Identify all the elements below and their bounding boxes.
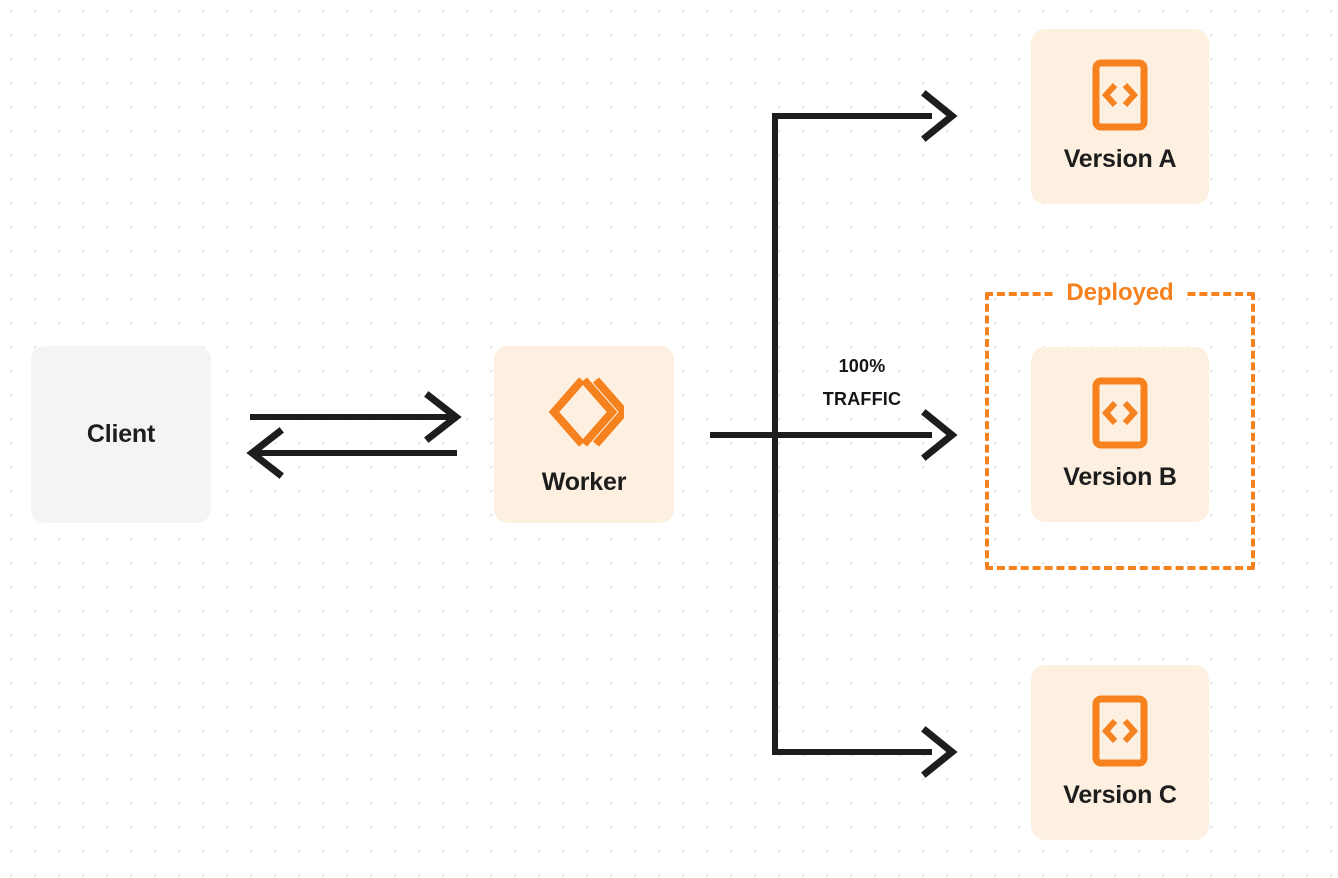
- cloudflare-workers-logo-icon: [544, 372, 630, 452]
- arrow-client-to-worker: [250, 391, 462, 443]
- node-client[interactable]: Client: [31, 346, 211, 523]
- node-version-c[interactable]: Version C: [1031, 665, 1209, 840]
- group-deployed-label: Deployed: [1054, 279, 1186, 307]
- arrow-worker-to-client: [246, 427, 457, 479]
- arrow-worker-to-version-a: [772, 90, 958, 142]
- arrow-worker-to-version-b: [710, 409, 958, 461]
- node-version-b-label: Version B: [1063, 463, 1177, 491]
- arrow-worker-to-version-c: [772, 726, 958, 778]
- node-worker-label: Worker: [541, 468, 627, 496]
- traffic-percent: 100%: [838, 356, 886, 376]
- group-deployed: Deployed: [985, 279, 1255, 570]
- node-worker[interactable]: Worker: [494, 346, 674, 523]
- node-client-label: Client: [86, 420, 156, 448]
- code-brackets-icon: [1092, 377, 1148, 449]
- code-brackets-icon: [1092, 59, 1148, 131]
- traffic-label: 100% TRAFFIC: [795, 350, 929, 417]
- node-version-c-label: Version C: [1063, 781, 1177, 809]
- node-version-a[interactable]: Version A: [1031, 29, 1209, 204]
- node-version-b[interactable]: Version B: [1031, 347, 1209, 522]
- traffic-unit: TRAFFIC: [822, 389, 902, 410]
- code-brackets-icon: [1092, 695, 1148, 767]
- node-version-a-label: Version A: [1063, 145, 1177, 173]
